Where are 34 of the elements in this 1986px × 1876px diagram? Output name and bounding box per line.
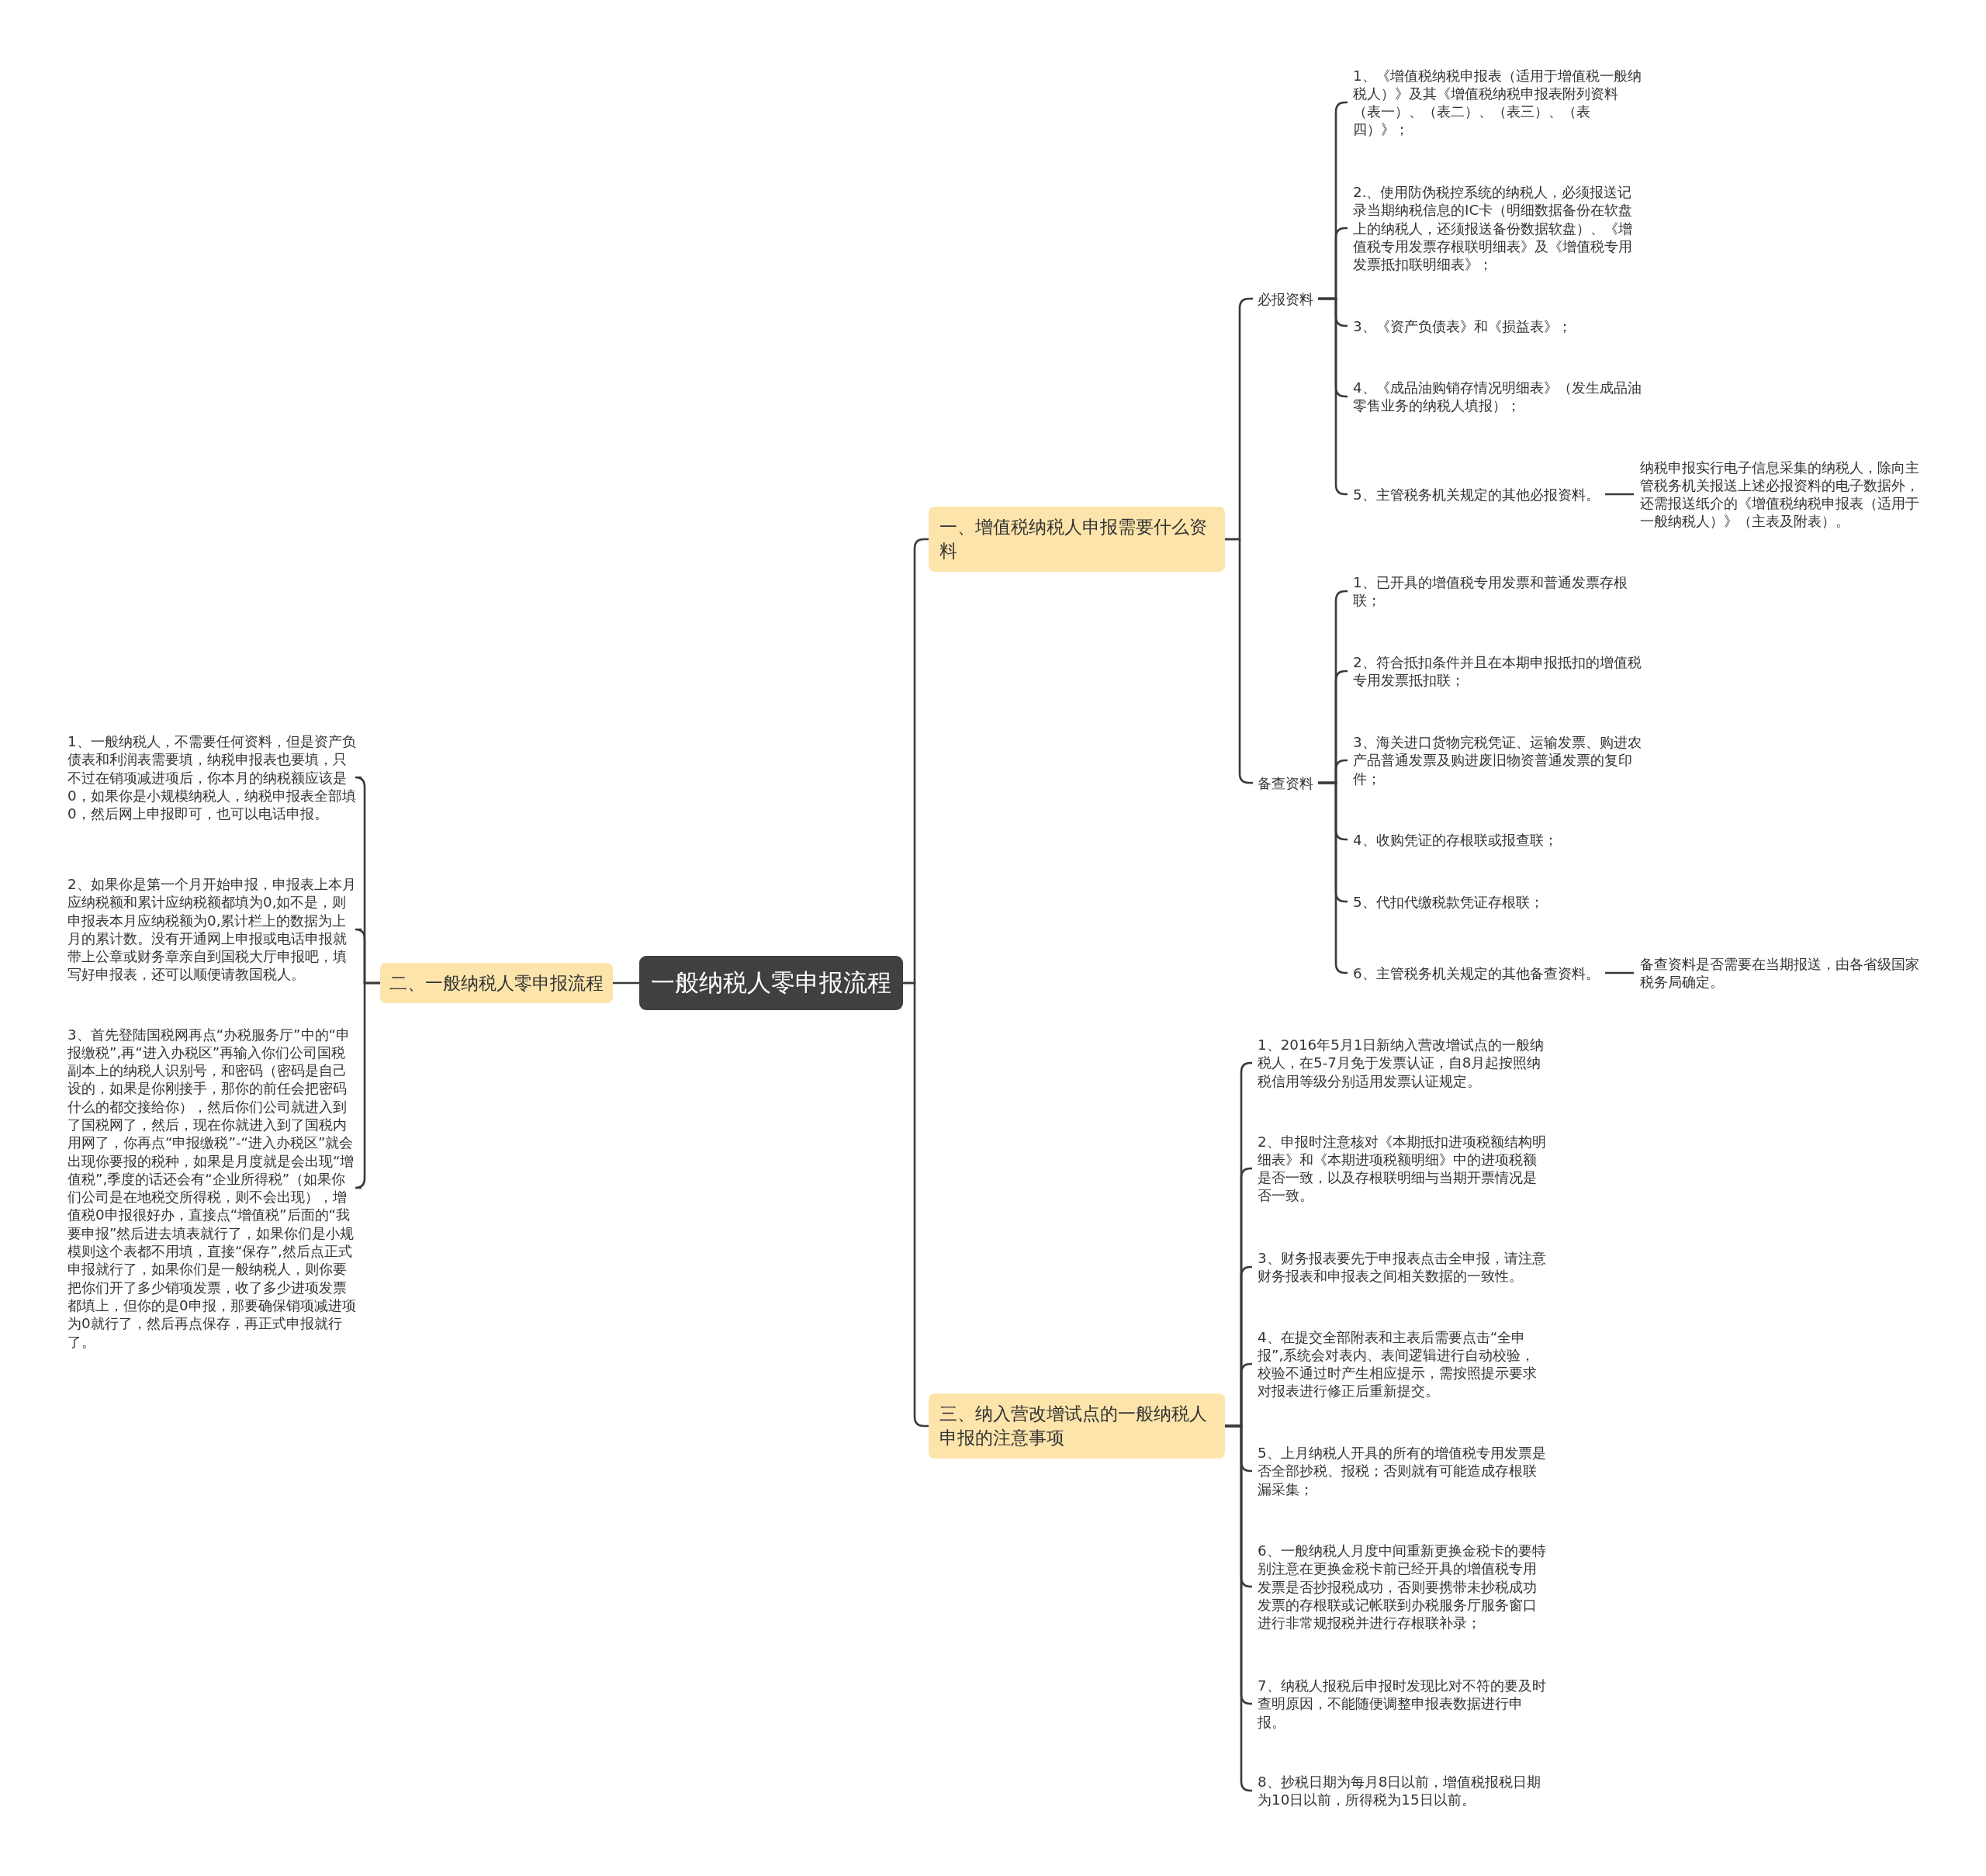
note-text: 纳税申报实行电子信息采集的纳税人，除向主管税务机关报送上述必报资料的电子数据外，还需报送纸介的《增值税纳税申报表（适用于一般纳税人）》（主表及附表）。 — [1640, 458, 1929, 531]
item-text: 3、《资产负债表》和《损益表》； — [1353, 317, 1572, 335]
item-text: 6、一般纳税人月度中间重新更换金税卡的要特别注意在更换金税卡前已经开具的增值税专用发票是否抄报税成功，否则要携带未抄税成功发票的存根联或记帐联到办税服务厅服务窗口进行非常规报税并进行存根联补录； — [1258, 1542, 1546, 1632]
item-text: 2、如果你是第一个月开始申报，申报表上本月应纳税额和累计应纳税额都填为0,如不是，则申报表本月应纳税额为0,累计栏上的数据为上月的累计数。没有开通网上申报或电话申报就带上公章或财务章亲自到国税大厅申报吧，填写好申报表，还可以顺便请教国税人。 — [67, 875, 356, 984]
item-text: 2、符合抵扣条件并且在本期申报抵扣的增值税专用发票抵扣联； — [1353, 652, 1642, 690]
item-text: 4、收购凭证的存根联或报查联； — [1353, 830, 1558, 849]
item-text: 5、代扣代缴税款凭证存根联； — [1353, 892, 1544, 911]
connector-line — [613, 981, 639, 985]
item-text: 4、《成品油购销存情况明细表》（发生成品油零售业务的纳税人填报）； — [1353, 378, 1642, 415]
connector-line — [1605, 493, 1634, 496]
item-text: 6、主管税务机关规定的其他备查资料。 — [1353, 964, 1600, 982]
item-text: 1、一般纳税人，不需要任何资料，但是资产负债表和利润表需要填，纳税申报表也要填，只不过在销项减进项后，你本月的纳税额应该是0，如果你是小规模纳税人，纳税申报表全部填0，然后网上申报即可，也可以电话申报。 — [67, 732, 356, 823]
subtopic-text: 必报资料 — [1258, 289, 1313, 308]
item-text: 8、抄税日期为每月8日以前，增值税报税日期为10日以前，所得税为15日以前。 — [1258, 1772, 1546, 1809]
central-topic-box: 一般纳税人零申报流程 — [639, 956, 903, 1010]
item-text: 1、已开具的增值税专用发票和普通发票存根联； — [1353, 573, 1642, 610]
item-text: 7、纳税人报税后申报时发现比对不符的要及时查明原因，不能随便调整申报表数据进行申报。 — [1258, 1677, 1546, 1731]
item-text: 2.、使用防伪税控系统的纳税人，必须报送记录当期纳税信息的IC卡（明细数据备份在软盘上的纳税人，还须报送备份数据软盘）、《增值税专用发票存根联明细表》及《增值税专用发票抵扣联明细表》； — [1353, 183, 1642, 274]
item-text: 1、2016年5月1日新纳入营改增试点的一般纳税人，在5-7月免于发票认证，自8月起按照纳税信用等级分别适用发票认证规定。 — [1258, 1036, 1546, 1090]
note-text: 备查资料是否需要在当期报送，由各省级国家税务局确定。 — [1640, 954, 1929, 992]
topic-box: 二、一般纳税人零申报流程 — [380, 963, 613, 1003]
connector-line — [354, 981, 380, 1189]
item-text: 3、首先登陆国税网再点“办税服务厅”中的“申报缴税”,再“进入办税区”再输入你们公司国税副本上的纳税人识别号，和密码（密码是自己设的，如果是你刚接手，那你的前任会把密码什么的都交接给你），然后你们公司就进入到了国税网了，然后，现在你就进入到了国税内用网了，你再点“申报缴税”-“进入办税区”就会出现你要报的税种，如果是月度就是会出现“增值税”,季度的话还会有“企业所得税”（如果你们公司是在地税交所得税，则不会出现），增值税0申报很好办，直接点“增值税”后面的“我要申报”然后进去填表就行了，如果你们是小规模则这个表都不用填，直接“保存”,然后点正式申报就行了，如果你们是一般纳税人，则你要把你们开了多少销项发票，收了多少进项发票都填上，但你的是0申报，那要确保销项减进项为0就行了，然后再点保存，再正式申报就行了。 — [67, 1025, 356, 1351]
connector-line — [1605, 971, 1634, 974]
subtopic-text: 备查资料 — [1258, 774, 1313, 792]
item-text: 2、申报时注意核对《本期抵扣进项税额结构明细表》和《本期进项税额明细》中的进项税额是否一致，以及存根联明细与当期开票情况是否一致。 — [1258, 1132, 1546, 1205]
item-text: 4、在提交全部附表和主表后需要点击“全申报”,系统会对表内、表间逻辑进行自动校验，校验不通过时产生相应提示，需按照提示要求对报表进行修正后重新提交。 — [1258, 1327, 1546, 1400]
item-text: 5、主管税务机关规定的其他必报资料。 — [1353, 485, 1600, 504]
item-text: 3、财务报表要先于申报表点击全申报，请注意财务报表和申报表之间相关数据的一致性。 — [1258, 1248, 1546, 1286]
topic-box: 一、增值税纳税人申报需要什么资料 — [929, 507, 1225, 572]
item-text: 5、上月纳税人开具的所有的增值税专用发票是否全部抄税、报税；否则就有可能造成存根联漏采集； — [1258, 1444, 1546, 1498]
item-text: 1、《增值税纳税申报表（适用于增值税一般纳税人）》及其《增值税纳税申报表附列资料（表一）、（表二）、（表三）、（表四）》； — [1353, 66, 1642, 139]
item-text: 3、海关进口货物完税凭证、运输发票、购进农产品普通发票及购进废旧物资普通发票的复印件； — [1353, 733, 1642, 787]
topic-box: 三、纳入营改增试点的一般纳税人申报的注意事项 — [929, 1393, 1225, 1459]
